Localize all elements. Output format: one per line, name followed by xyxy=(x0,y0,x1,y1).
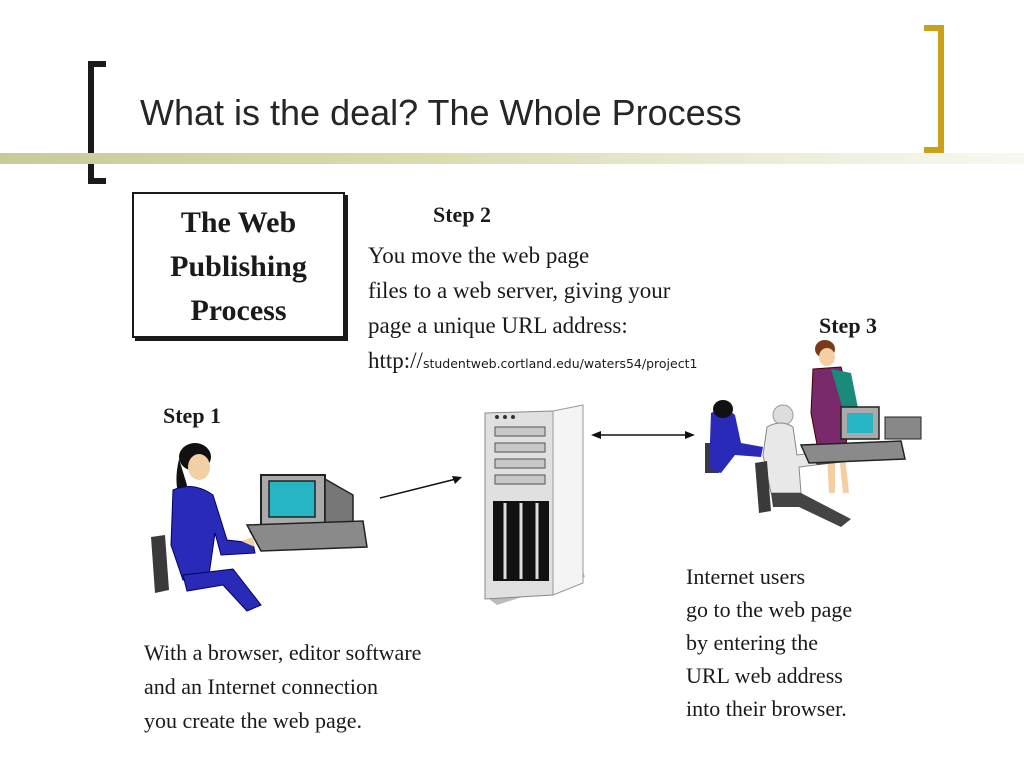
users-at-computers-icon xyxy=(705,340,922,527)
project-url: studentweb.cortland.edu/waters54/project… xyxy=(422,356,698,371)
web-publishing-diagram: The Web Publishing Process Step 2 You mo… xyxy=(113,175,925,747)
title-rule xyxy=(0,153,1024,164)
step-3-line-2: go to the web page xyxy=(686,597,853,622)
step-3-line-1: Internet users xyxy=(686,564,806,589)
step-2-line-2: files to a web server, giving your xyxy=(368,278,671,303)
double-arrow-icon xyxy=(591,431,695,439)
url-prefix: http:// xyxy=(368,348,423,373)
process-title-box: The Web Publishing Process xyxy=(132,192,345,338)
step-1-line-1: With a browser, editor software xyxy=(144,640,422,665)
step-1-label: Step 1 xyxy=(163,403,222,428)
step-1-description: With a browser, editor software and an I… xyxy=(144,636,421,738)
box-title-line-2: Publishing xyxy=(170,250,307,283)
web-server-icon xyxy=(484,404,585,605)
step-2-line-3: page a unique URL address: xyxy=(368,313,628,338)
person-at-computer-icon xyxy=(151,443,368,612)
slide-title: What is the deal? The Whole Process xyxy=(140,92,742,133)
arrow-icon xyxy=(379,476,462,499)
left-bracket-decoration xyxy=(88,61,106,184)
box-title-line-1: The Web xyxy=(180,206,297,239)
box-title-line-3: Process xyxy=(190,294,287,327)
step-2-url-line: http://studentweb.cortland.edu/waters54/… xyxy=(368,343,697,381)
step-2-line-1: You move the web page xyxy=(368,243,590,268)
step-3-description: Internet users go to the web page by ent… xyxy=(686,560,852,725)
step-1-line-2: and an Internet connection xyxy=(144,674,378,699)
step-3-line-5: into their browser. xyxy=(686,696,847,721)
step-3-line-3: by entering the xyxy=(686,630,818,655)
step-1-line-3: you create the web page. xyxy=(144,708,363,733)
right-bracket-decoration xyxy=(924,25,944,153)
step-2-label: Step 2 xyxy=(433,202,492,227)
step-3-line-4: URL web address xyxy=(686,663,843,688)
step-2-description: You move the web page files to a web ser… xyxy=(368,238,697,381)
step-3-label: Step 3 xyxy=(819,313,878,338)
